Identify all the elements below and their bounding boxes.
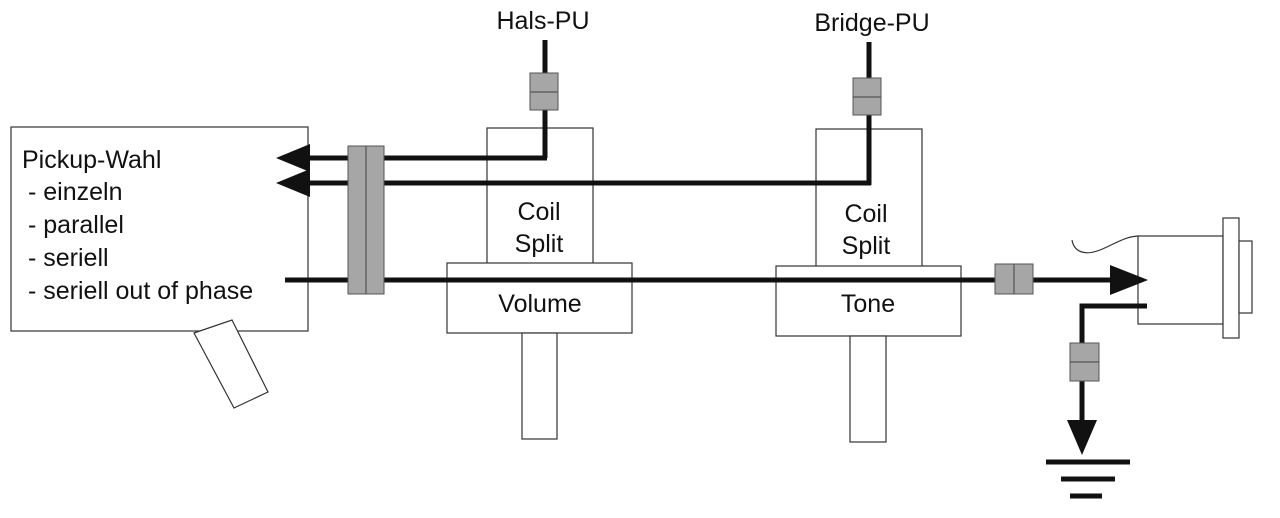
bridge-pickup-label: Bridge-PU	[814, 9, 929, 37]
neck-pickup-label: Hals-PU	[496, 7, 589, 35]
ground-icon	[1046, 459, 1130, 499]
pickup-selector: Pickup-Wahl - einzeln - parallel - serie…	[10, 126, 309, 409]
volume-pot-shaft	[521, 332, 558, 440]
coil-split-1-label-line1: Coil	[517, 198, 560, 226]
coil-split-2-label-line1: Coil	[844, 200, 887, 228]
jack-flange	[1222, 217, 1240, 339]
selector-option-out-of-phase: - seriell out of phase	[28, 277, 253, 305]
wires	[285, 40, 1147, 430]
volume-label: Volume	[498, 290, 581, 318]
pickup-selector-lever	[193, 319, 269, 409]
volume-pot: Coil Split Volume	[446, 127, 633, 440]
selector-option-parallel: - parallel	[28, 211, 124, 239]
selector-title: Pickup-Wahl	[22, 146, 161, 174]
ground-wire	[1079, 303, 1147, 430]
connectors	[347, 72, 1100, 382]
neck-pickup-arrow-icon	[276, 144, 310, 172]
ground-arrow-icon	[1067, 420, 1097, 455]
volume-pot-body	[446, 262, 633, 334]
selector-option-einzeln: - einzeln	[28, 178, 123, 206]
tone-pot-shaft	[849, 335, 887, 443]
output-arrow-icon	[1110, 265, 1148, 295]
coil-split-1-label-line2: Split	[515, 230, 564, 258]
jack-body	[1137, 235, 1224, 325]
output-jack	[1071, 217, 1253, 339]
tone-label: Tone	[841, 290, 895, 318]
pickup-selector-body	[10, 126, 309, 332]
coil-split-1-body	[486, 127, 594, 265]
selector-option-seriell: - seriell	[28, 244, 109, 272]
bridge-pickup-arrow-icon	[276, 169, 310, 197]
coil-split-2-label-line2: Split	[842, 232, 891, 260]
jack-nut	[1238, 240, 1253, 314]
jack-cable	[1071, 235, 1141, 254]
